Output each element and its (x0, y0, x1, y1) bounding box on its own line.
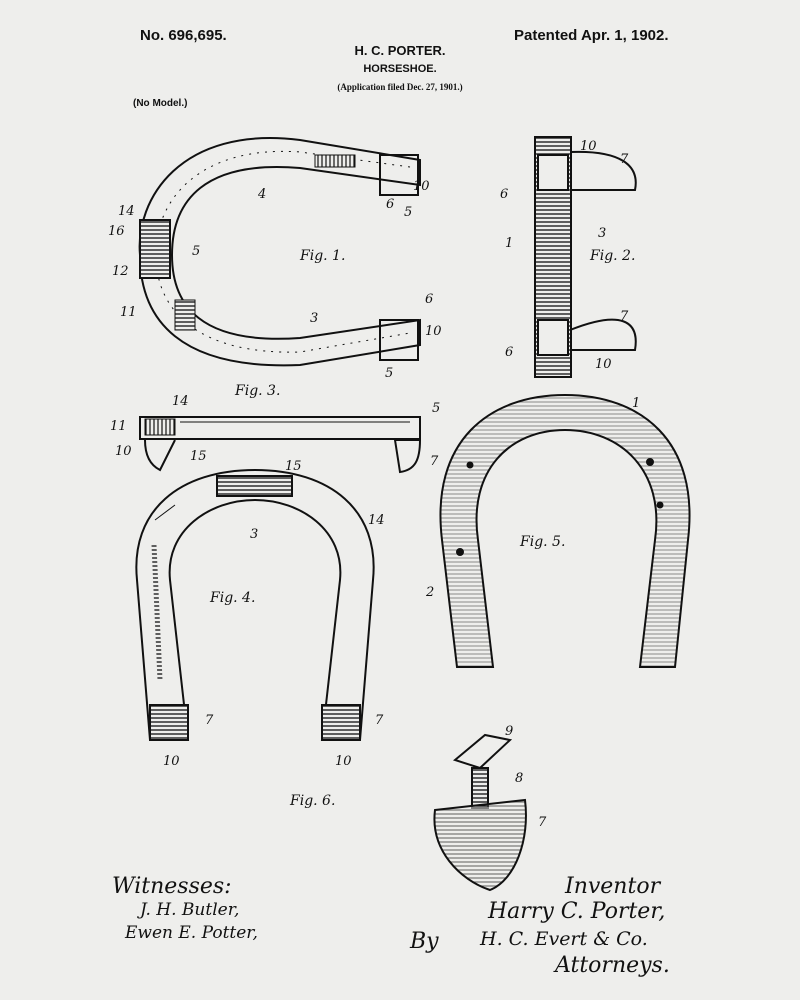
numeral: 3 (310, 311, 318, 326)
numeral: 8 (515, 771, 523, 786)
figure-4-label: Fig. 4. (209, 590, 255, 606)
numeral: 6 (505, 345, 513, 360)
by-label: By (409, 929, 439, 954)
numeral: 11 (110, 419, 127, 434)
numeral: 10 (413, 179, 430, 194)
patent-date: Patented Apr. 1, 1902. (514, 27, 669, 44)
numeral: 10 (335, 754, 352, 769)
filing-date: (Application filed Dec. 27, 1901.) (337, 82, 463, 92)
numeral: 6 (386, 197, 394, 212)
numeral: 3 (598, 226, 606, 241)
patent-title: HORSESHOE. (363, 63, 437, 75)
witness-1-signature: J. H. Butler, (137, 900, 239, 920)
numeral: 10 (425, 324, 442, 339)
numeral: 1 (632, 396, 640, 411)
reference-numerals: 4 10 6 5 14 16 12 11 5 3 6 10 5 10 7 6 1… (108, 139, 640, 830)
numeral: 7 (375, 713, 384, 728)
figure-1-drawing (138, 137, 421, 367)
numeral: 2 (425, 585, 434, 600)
numeral: 6 (425, 292, 433, 307)
numeral: 5 (404, 205, 412, 220)
patent-number: No. 696,695. (140, 27, 227, 44)
numeral: 14 (368, 513, 385, 528)
figure-1-label: Fig. 1. (299, 248, 345, 264)
numeral: 11 (120, 305, 137, 320)
numeral: 3 (250, 527, 258, 542)
numeral: 16 (108, 224, 125, 239)
figure-3-label: Fig. 3. (234, 383, 280, 399)
numeral: 15 (285, 459, 302, 474)
inventor-label: Inventor (564, 874, 662, 899)
model-note: (No Model.) (133, 98, 188, 109)
numeral: 10 (163, 754, 180, 769)
numeral: 7 (620, 309, 629, 324)
numeral: 5 (385, 366, 393, 381)
figure-6-label: Fig. 6. (289, 793, 335, 809)
figure-3-drawing (139, 416, 422, 474)
figure-2-label: Fig. 2. (589, 248, 635, 264)
figure-2-drawing (534, 136, 637, 378)
numeral: 1 (505, 236, 513, 251)
numeral: 9 (505, 724, 513, 739)
numeral: 7 (205, 713, 214, 728)
numeral: 14 (172, 394, 189, 409)
numeral: 10 (115, 444, 132, 459)
attorney-signature: H. C. Evert & Co. (479, 928, 648, 950)
numeral: 4 (257, 187, 266, 202)
numeral: 15 (190, 449, 207, 464)
numeral: 12 (112, 264, 129, 279)
numeral: 10 (580, 139, 597, 154)
figure-6-drawing (433, 733, 527, 892)
figure-5-drawing (439, 393, 691, 668)
witness-2-signature: Ewen E. Potter, (124, 923, 258, 943)
numeral: 14 (118, 204, 135, 219)
witnesses-label: Witnesses: (112, 874, 232, 899)
numeral: 5 (192, 244, 200, 259)
numeral: 7 (620, 152, 629, 167)
figure-4-drawing (135, 468, 375, 741)
attorneys-label: Attorneys. (553, 953, 670, 978)
inventor-name: H. C. PORTER. (354, 43, 446, 58)
numeral: 10 (595, 357, 612, 372)
numeral: 5 (432, 401, 440, 416)
numeral: 7 (538, 815, 547, 830)
inventor-signature: Harry C. Porter, (487, 899, 665, 924)
numeral: 6 (500, 187, 508, 202)
figure-5-label: Fig. 5. (519, 534, 565, 550)
numeral: 7 (430, 454, 439, 469)
